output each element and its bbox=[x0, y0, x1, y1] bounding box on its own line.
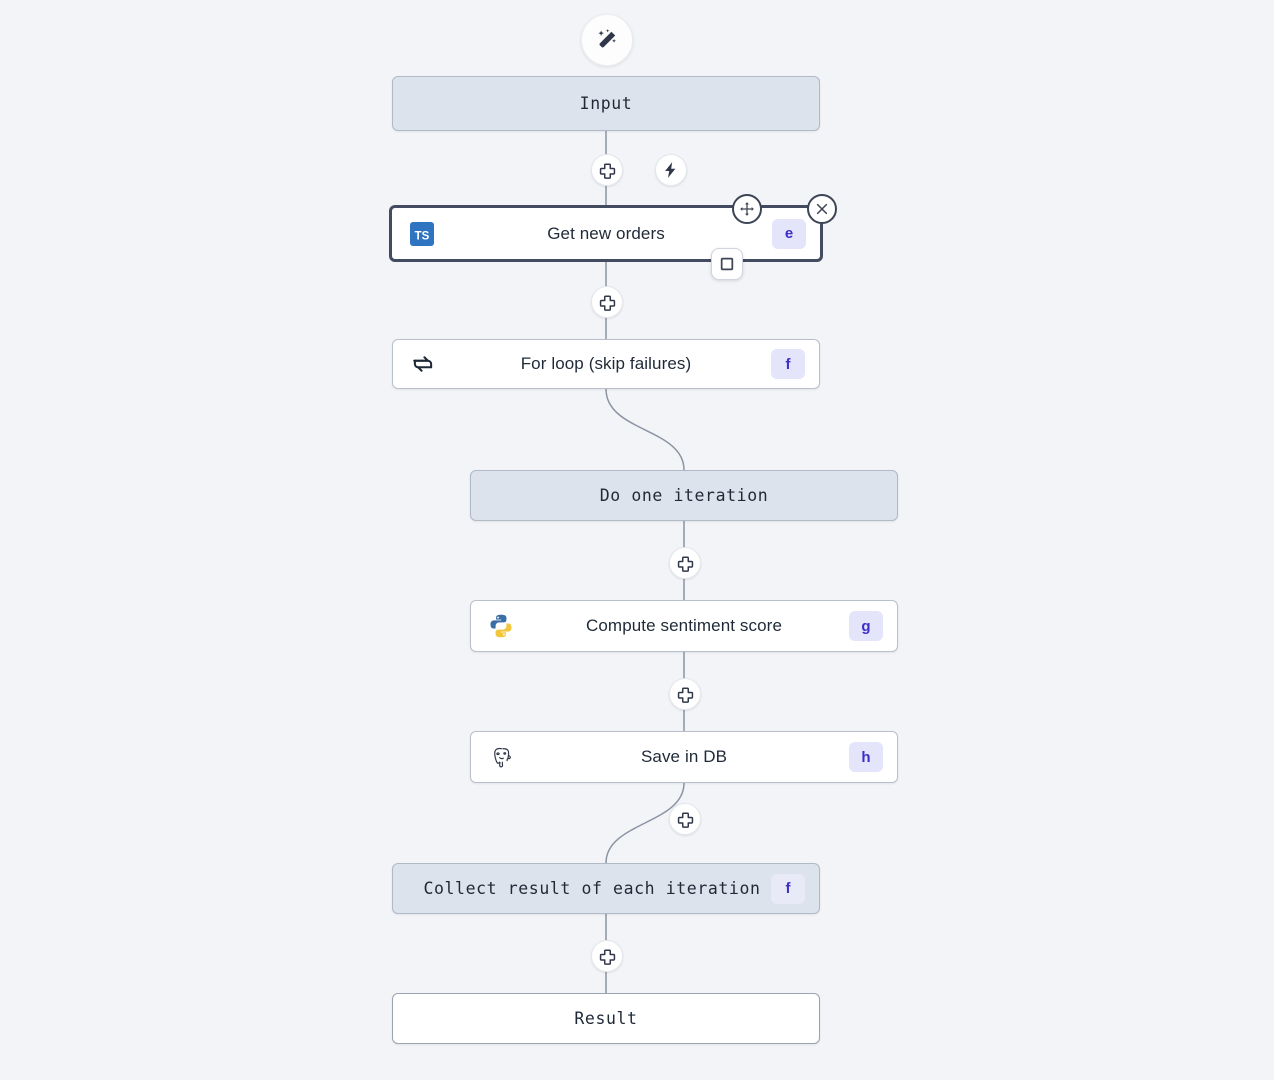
add-step-button-before-result[interactable] bbox=[591, 940, 623, 972]
square-icon bbox=[720, 257, 734, 271]
branch-handle[interactable] bbox=[711, 248, 743, 280]
plus-icon bbox=[677, 812, 693, 828]
edge-for-loop-to-do-one-iteration bbox=[605, 388, 685, 471]
plus-icon bbox=[677, 556, 693, 572]
magic-wand-button[interactable] bbox=[581, 14, 633, 66]
node-compute-sentiment-score[interactable]: Compute sentiment score g bbox=[470, 600, 898, 652]
node-get-new-orders-label: Get new orders bbox=[547, 223, 665, 243]
trigger-button[interactable] bbox=[655, 154, 687, 186]
node-do-one-iteration-label: Do one iteration bbox=[599, 486, 769, 505]
node-result[interactable]: Result bbox=[392, 993, 820, 1044]
node-collect-result-label: Collect result of each iteration bbox=[423, 879, 761, 898]
node-compute-sentiment-score-label: Compute sentiment score bbox=[586, 616, 782, 635]
node-collect-result[interactable]: Collect result of each iteration f bbox=[392, 863, 820, 914]
node-collect-result-badge: f bbox=[771, 873, 805, 904]
move-handle[interactable] bbox=[732, 194, 762, 224]
add-step-button-after-save-in-db[interactable] bbox=[669, 803, 701, 835]
node-do-one-iteration[interactable]: Do one iteration bbox=[470, 470, 898, 521]
loop-icon bbox=[409, 350, 437, 378]
python-icon bbox=[487, 612, 515, 640]
move-icon bbox=[740, 202, 754, 216]
plus-icon bbox=[599, 295, 615, 311]
node-save-in-db-badge: h bbox=[849, 742, 883, 772]
node-get-new-orders-badge: e bbox=[772, 218, 806, 249]
node-for-loop-label: For loop (skip failures) bbox=[520, 354, 692, 373]
add-step-button-after-do-one-iteration[interactable] bbox=[669, 547, 701, 579]
magic-wand-icon bbox=[598, 29, 616, 48]
node-save-in-db[interactable]: Save in DB h bbox=[470, 731, 898, 783]
close-handle[interactable] bbox=[807, 194, 837, 224]
node-save-in-db-label: Save in DB bbox=[640, 747, 728, 766]
node-get-new-orders[interactable]: TS Get new orders e bbox=[389, 205, 823, 262]
node-input[interactable]: Input bbox=[392, 76, 820, 131]
svg-text:TS: TS bbox=[415, 230, 430, 242]
node-input-label: Input bbox=[579, 94, 633, 113]
plus-icon bbox=[599, 163, 615, 179]
typescript-icon: TS bbox=[408, 220, 436, 248]
close-icon bbox=[816, 203, 828, 215]
node-compute-sentiment-score-badge: g bbox=[849, 611, 883, 641]
node-for-loop[interactable]: For loop (skip failures) f bbox=[392, 339, 820, 389]
plus-icon bbox=[599, 949, 615, 965]
node-result-label: Result bbox=[574, 1009, 638, 1028]
lightning-icon bbox=[665, 162, 676, 178]
postgresql-icon bbox=[487, 743, 515, 771]
plus-icon bbox=[677, 687, 693, 703]
add-step-button-after-compute-sentiment-score[interactable] bbox=[669, 678, 701, 710]
add-step-button-after-get-new-orders[interactable] bbox=[591, 286, 623, 318]
node-for-loop-badge: f bbox=[771, 349, 805, 379]
add-step-button-after-input[interactable] bbox=[591, 154, 623, 186]
